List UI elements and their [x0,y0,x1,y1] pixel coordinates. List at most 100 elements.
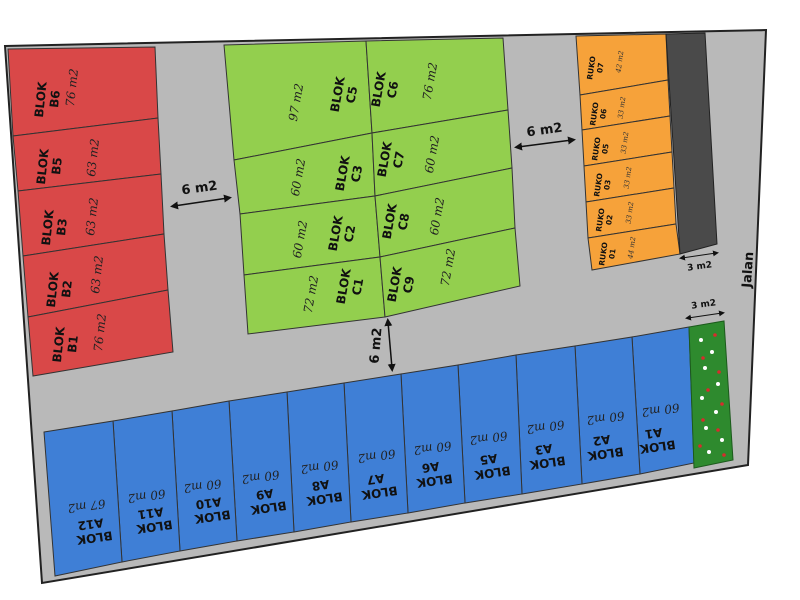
dimension-green-strip-label: 3 m2 [691,298,717,311]
lot-c1[interactable]: BLOK C1 72 m2 [243,256,386,335]
svg-text:BLOK B1: BLOK B1 [50,322,82,365]
lot-a2[interactable]: BLOK A2 60 m2 [574,336,641,485]
lot-ruko-07-title-2: 07 [595,62,605,74]
lot-ruko-01[interactable]: RUKO 01 44 m2 [587,223,681,271]
dimension-middle-label: 6 m2 [367,327,385,364]
dimension-dark-strip-label: 3 m2 [687,260,713,273]
lot-b6-area: 76 m2 [63,68,81,107]
svg-text:RUKO 02: RUKO 02 [594,205,615,234]
dimension-green-strip: 3 m2 [685,298,725,321]
lot-ruko-07-title-1: RUKO [585,56,597,81]
lot-c9-title-2: C9 [400,275,417,294]
lot-a8-title-1: BLOK [305,489,343,508]
lot-c6-title-2: C6 [384,80,401,99]
lot-a10-title-1: BLOK [193,507,231,526]
lot-a1-title-2: A1 [644,425,663,441]
dimension-left: 6 m2 [170,179,232,210]
lot-b3-area: 63 m2 [83,197,101,236]
lot-c2[interactable]: BLOK C2 60 m2 [239,195,381,276]
lot-c2-title-1: BLOK [326,214,346,252]
lot-b6[interactable]: BLOK B6 76 m2 [7,46,159,137]
dimension-right-label: 6 m2 [526,121,564,141]
lot-b3[interactable]: BLOK B3 63 m2 [17,173,165,257]
lot-a2-title-2: A2 [592,432,611,448]
svg-text:BLOK C3: BLOK C3 [333,150,368,194]
lot-c1-title-2: C1 [349,277,366,296]
lot-ruko-02-title-1: RUKO [594,208,606,233]
svg-text:BLOK C7: BLOK C7 [375,136,410,180]
lot-ruko-06-area: 33 m2 [617,96,628,120]
lot-b2-title-2: B2 [59,280,75,299]
lot-a6[interactable]: BLOK A6 60 m2 [400,364,466,514]
dimension-dark-strip: 3 m2 [679,250,719,274]
lot-a9-title-2: A9 [255,486,274,502]
lot-a7[interactable]: BLOK A7 60 m2 [343,373,409,523]
lot-c7-title-1: BLOK [375,140,395,178]
lot-ruko-07-area: 42 m2 [614,50,625,75]
lot-c7[interactable]: BLOK C7 60 m2 [371,109,513,197]
lot-c9-area: 72 m2 [438,247,458,287]
lot-c9-title-1: BLOK [385,265,405,303]
lot-b1-area: 76 m2 [91,313,109,352]
lot-b6-title-2: B6 [47,90,63,109]
lot-a11-area: 60 m2 [127,486,167,505]
lot-a8[interactable]: BLOK A8 60 m2 [286,382,352,533]
lot-a10[interactable]: BLOK A10 60 m2 [171,400,238,552]
green-strip [688,320,734,469]
lot-ruko-06-title-2: 06 [598,108,608,120]
lot-a1-area: 60 m2 [641,400,681,419]
lot-b2[interactable]: BLOK B2 63 m2 [22,233,169,318]
lot-c5[interactable]: BLOK C5 97 m2 [223,40,373,161]
lot-ruko-05-title-2: 05 [600,143,610,155]
lot-a9[interactable]: BLOK A9 60 m2 [228,391,295,542]
lot-a12-title-2: A12 [77,515,105,532]
lot-c3[interactable]: BLOK C3 60 m2 [233,132,376,215]
lot-ruko-02[interactable]: RUKO 02 33 m2 [585,187,677,239]
lot-a3-title-2: A3 [534,441,553,457]
lot-a2-title-1: BLOK [586,444,624,463]
flower-decoration-red [698,333,726,457]
lot-ruko-03-area: 33 m2 [623,166,634,190]
svg-text:BLOK A3: BLOK A3 [523,439,567,472]
dark-strip [665,32,718,255]
lot-c6-area: 76 m2 [420,61,440,101]
lot-ruko-01-title-2: 01 [607,248,617,260]
lot-b5-title-1: BLOK [34,147,52,185]
lot-a10-area: 60 m2 [183,476,223,495]
lot-c9[interactable]: BLOK C9 72 m2 [379,227,521,318]
lot-a9-area: 60 m2 [241,467,281,486]
svg-text:BLOK A12: BLOK A12 [70,514,114,547]
svg-text:BLOK A5: BLOK A5 [468,449,512,482]
lot-b5-area: 63 m2 [84,138,102,177]
svg-text:BLOK A8: BLOK A8 [300,475,344,508]
svg-text:BLOK C8: BLOK C8 [380,198,415,242]
lot-c8[interactable]: BLOK C8 60 m2 [374,167,516,258]
svg-text:BLOK B5: BLOK B5 [34,144,66,187]
lot-b1-title-2: B1 [65,335,81,354]
lot-a1-title-1: BLOK [638,437,676,456]
lot-b2-title-1: BLOK [44,270,62,308]
lot-a12[interactable]: BLOK A12 67 m2 [43,420,123,577]
lot-a5[interactable]: BLOK A5 60 m2 [457,354,523,504]
lot-a11[interactable]: BLOK A11 60 m2 [112,410,181,563]
lot-ruko-05[interactable]: RUKO 05 33 m2 [581,115,673,167]
lot-ruko-02-title-2: 02 [604,214,614,226]
lot-a6-title-1: BLOK [415,471,453,490]
lot-ruko-06[interactable]: RUKO 06 33 m2 [579,79,671,131]
lot-b2-area: 63 m2 [88,255,106,294]
lot-b1[interactable]: BLOK B1 76 m2 [27,289,174,377]
lot-ruko-03-title-1: RUKO [592,173,604,198]
svg-text:BLOK A6: BLOK A6 [410,457,454,490]
lot-a3[interactable]: BLOK A3 60 m2 [515,345,583,495]
lot-a1[interactable]: BLOK A1 60 m2 [631,326,695,475]
lot-c1-title-1: BLOK [334,267,354,305]
lot-a7-title-2: A7 [366,471,385,487]
lot-c3-title-2: C3 [348,164,365,183]
lot-a11-title-2: A11 [137,504,165,521]
svg-text:BLOK C6: BLOK C6 [369,66,404,110]
lot-c6[interactable]: BLOK C6 76 m2 [365,37,509,134]
lot-b6-title-1: BLOK [32,80,50,118]
lot-a12-area: 67 m2 [67,496,107,515]
block-b-group: BLOK B6 76 m2 BLOK B5 63 m2 BLOK B3 63 m… [7,46,174,377]
lot-ruko-05-area: 33 m2 [620,131,631,155]
